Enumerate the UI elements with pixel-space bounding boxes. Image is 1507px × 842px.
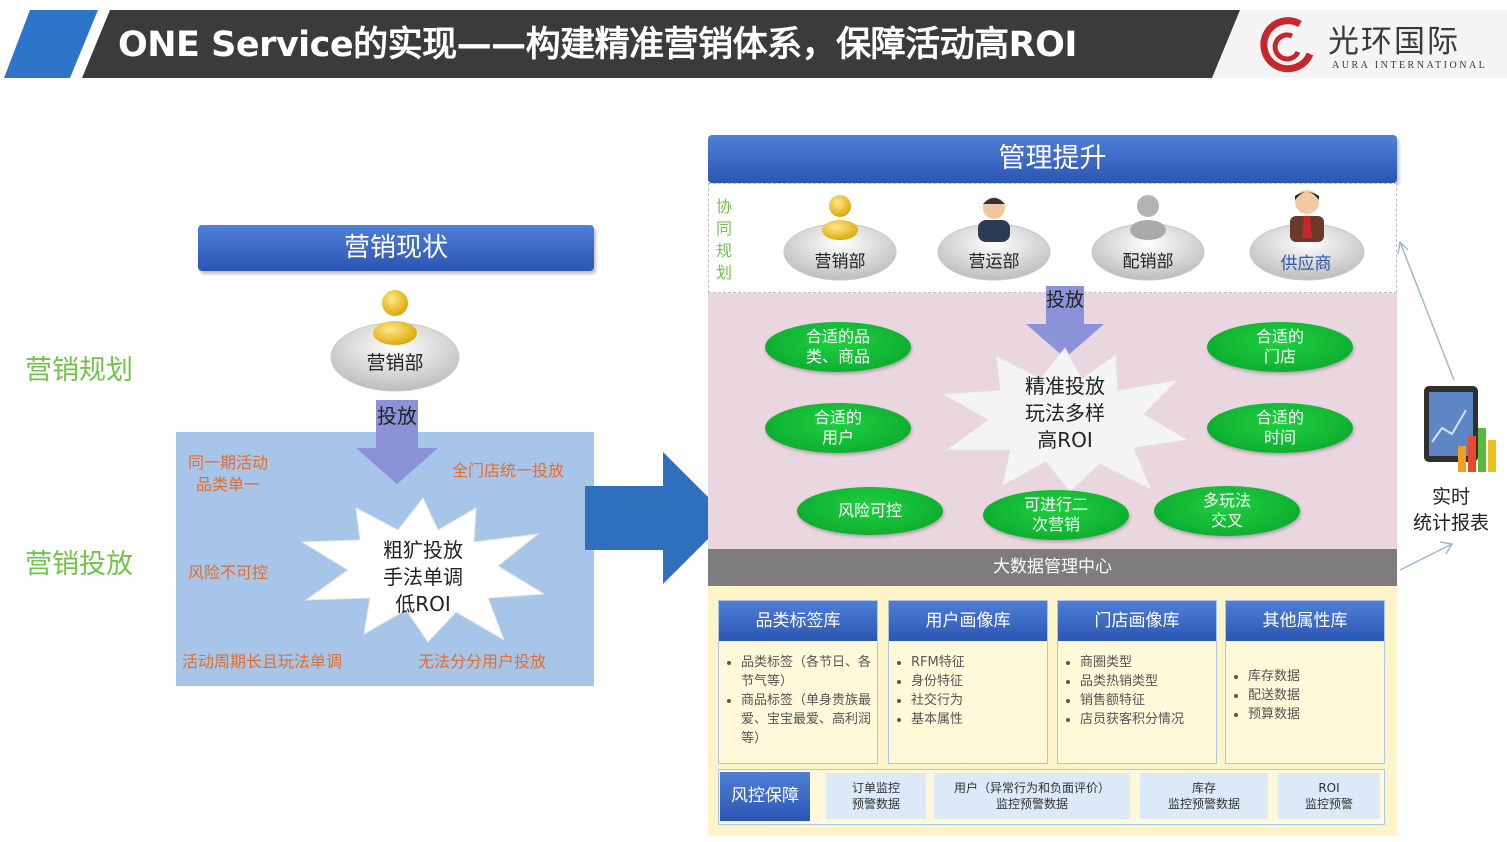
report-label: 实时 统计报表 [1412, 486, 1489, 534]
dept-label-marketing: 营销部 [814, 252, 866, 272]
list-item: 品类标签（各节日、各节气等） [741, 653, 871, 691]
list-item: 商圈类型 [1080, 653, 1210, 672]
risk-label: 风控保障 [720, 772, 810, 821]
column-title: 品类标签库 [719, 601, 877, 641]
column-title: 门店画像库 [1058, 601, 1216, 641]
ellipse-right-category: 合适的品 类、商品 [765, 322, 911, 372]
risk-cell-roi: ROI 监控预警 [1278, 773, 1380, 819]
ellipse-right-store: 合适的 门店 [1207, 322, 1353, 372]
issue-risk-uncontrolled: 风险不可控 [188, 563, 269, 582]
marketing-dept-icon [330, 290, 460, 392]
risk-cell-inventory: 库存 监控预警数据 [1140, 773, 1268, 819]
list-item: 社交行为 [911, 691, 1041, 710]
dept-label-supplier: 供应商 [1280, 254, 1332, 274]
ellipse-multi-play: 多玩法 交叉 [1154, 486, 1300, 536]
column-store-profile: 门店画像库 商圈类型 品类热销类型 销售额特征 店员获客积分情况 [1057, 600, 1217, 764]
dept-label-operations: 营运部 [968, 252, 1020, 272]
marketing-dept-label: 营销部 [366, 352, 424, 374]
distribution-dept-icon [1091, 195, 1205, 281]
deliver-arrow-icon [356, 400, 438, 484]
column-user-profile: 用户画像库 RFM特征 身份特征 社交行为 基本属性 [888, 600, 1048, 764]
page-title: ONE Service的实现——构建精准营销体系，保障活动高ROI [118, 25, 1077, 65]
label-planning: 营销规划 [25, 355, 133, 386]
left-title-bar: 营销现状 [198, 225, 594, 271]
operations-dept-icon [937, 197, 1051, 281]
marketing-dept-small-icon [783, 195, 897, 281]
aura-logo-icon [1260, 17, 1314, 73]
logo-subtitle: AURA INTERNATIONAL [1332, 60, 1488, 71]
transition-arrow-icon [585, 452, 729, 584]
list-item: 店员获客积分情况 [1080, 710, 1210, 729]
ellipse-right-user: 合适的 用户 [765, 403, 911, 453]
dept-label-distribution: 配销部 [1122, 252, 1174, 272]
risk-cell-order: 订单监控 预警数据 [826, 773, 926, 819]
left-arrow-text: 投放 [377, 404, 417, 428]
column-title: 其他属性库 [1226, 601, 1384, 641]
list-item: 品类热销类型 [1080, 672, 1210, 691]
bigdata-center-bar: 大数据管理中心 [708, 549, 1397, 586]
list-item: 预算数据 [1248, 705, 1378, 724]
right-title-bar: 管理提升 [708, 135, 1397, 183]
column-other-attributes: 其他属性库 库存数据 配送数据 预算数据 [1225, 600, 1385, 764]
column-title: 用户画像库 [889, 601, 1047, 641]
list-item: RFM特征 [911, 653, 1041, 672]
report-arrows [1397, 240, 1455, 571]
supplier-icon [1249, 190, 1365, 281]
ellipse-risk-control: 风险可控 [797, 487, 943, 535]
list-item: 库存数据 [1248, 667, 1378, 686]
list-item: 基本属性 [911, 710, 1041, 729]
ellipse-right-time: 合适的 时间 [1207, 403, 1353, 453]
right-burst-text: 精准投放 玩法多样 高ROI [1025, 374, 1105, 452]
coop-planning-label: 协 同 规 划 [716, 197, 733, 282]
column-category-tags: 品类标签库 品类标签（各节日、各节气等） 商品标签（单身贵族最爱、宝宝最爱、高利… [718, 600, 878, 764]
report-tablet-icon [1424, 386, 1496, 472]
issue-single-category: 同一期活动 品类单一 [188, 453, 269, 494]
right-arrow-text: 投放 [1045, 289, 1084, 311]
list-item: 配送数据 [1248, 686, 1378, 705]
list-item: 商品标签（单身贵族最爱、宝宝最爱、高利润等） [741, 691, 871, 748]
issue-no-segmentation: 无法分分用户投放 [418, 652, 547, 671]
ellipse-remarketing: 可进行二 次营销 [983, 490, 1129, 540]
list-item: 销售额特征 [1080, 691, 1210, 710]
issue-uniform-delivery: 全门店统一投放 [452, 461, 565, 480]
left-burst-text: 粗犷投放 手法单调 低ROI [383, 538, 463, 616]
list-item: 身份特征 [911, 672, 1041, 691]
label-delivery: 营销投放 [25, 549, 133, 580]
deliver-arrow-right-icon [1026, 286, 1104, 358]
logo-text: 光环国际 [1328, 24, 1460, 60]
left-burst-shape [300, 497, 546, 643]
risk-cell-user: 用户（异常行为和负面评价） 监控预警数据 [934, 773, 1130, 819]
issue-long-cycle: 活动周期长且玩法单调 [182, 652, 343, 671]
